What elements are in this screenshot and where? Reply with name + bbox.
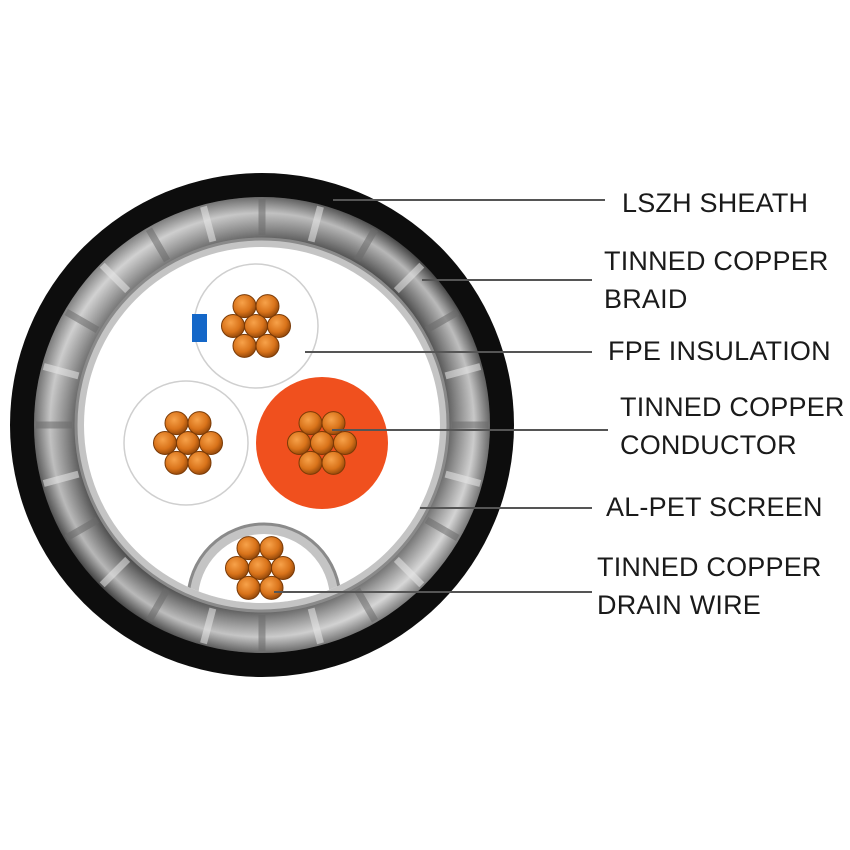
braid-segment [424, 516, 460, 542]
copper-strand [232, 333, 257, 358]
braid-segment [353, 587, 379, 623]
label-drain-line2: DRAIN WIRE [597, 590, 761, 620]
copper-strand [298, 411, 323, 436]
braid-segment [42, 470, 80, 487]
braid-segment [64, 308, 100, 334]
braid-segment [42, 363, 80, 380]
braid-segment [307, 205, 324, 243]
braid-segment [200, 607, 217, 645]
copper-strand [164, 450, 189, 475]
copper-strand [287, 431, 311, 455]
label-braid-line2: BRAID [604, 284, 688, 314]
copper-strand [164, 411, 189, 436]
braid-segment [444, 470, 482, 487]
copper-strand [236, 575, 261, 600]
copper-strand [310, 431, 334, 455]
copper-strand [153, 431, 177, 455]
copper-strand [298, 450, 323, 475]
label-al-pet-screen: AL-PET SCREEN [606, 492, 823, 522]
copper-strand [255, 294, 280, 319]
braid-segment [145, 227, 171, 263]
copper-strand [236, 536, 261, 561]
label-drain-line1: TINNED COPPER [597, 552, 822, 582]
copper-strand [259, 536, 284, 561]
copper-strand [176, 431, 200, 455]
copper-strand [259, 575, 284, 600]
braid-segment [200, 205, 217, 243]
label-lszh-sheath: LSZH SHEATH [622, 188, 808, 218]
braid-segment [307, 607, 324, 645]
braid-segment [444, 363, 482, 380]
copper-strand [267, 314, 291, 338]
copper-strand [333, 431, 357, 455]
copper-strand [225, 556, 249, 580]
braid-segment [99, 262, 131, 294]
blue-stripe-marker-icon [192, 314, 207, 342]
copper-strand [187, 411, 212, 436]
copper-strand [221, 314, 245, 338]
label-conductor-line1: TINNED COPPER [620, 392, 845, 422]
braid-segment [64, 516, 100, 542]
copper-strand [248, 556, 272, 580]
copper-strand [321, 411, 346, 436]
copper-strand [199, 431, 223, 455]
braid-segment [393, 556, 425, 588]
copper-strand [232, 294, 257, 319]
braid-segment [393, 262, 425, 294]
braid-segment [424, 308, 460, 334]
braid-segment [145, 587, 171, 623]
label-conductor-line2: CONDUCTOR [620, 430, 797, 460]
braid-segment [99, 556, 131, 588]
copper-strand [271, 556, 295, 580]
braid-segments [36, 199, 488, 651]
label-fpe-insulation: FPE INSULATION [608, 336, 831, 366]
copper-strand [255, 333, 280, 358]
copper-strand [321, 450, 346, 475]
conductor-strands [153, 294, 357, 600]
label-braid-line1: TINNED COPPER [604, 246, 829, 276]
copper-strand [244, 314, 268, 338]
braid-segment [353, 227, 379, 263]
copper-strand [187, 450, 212, 475]
